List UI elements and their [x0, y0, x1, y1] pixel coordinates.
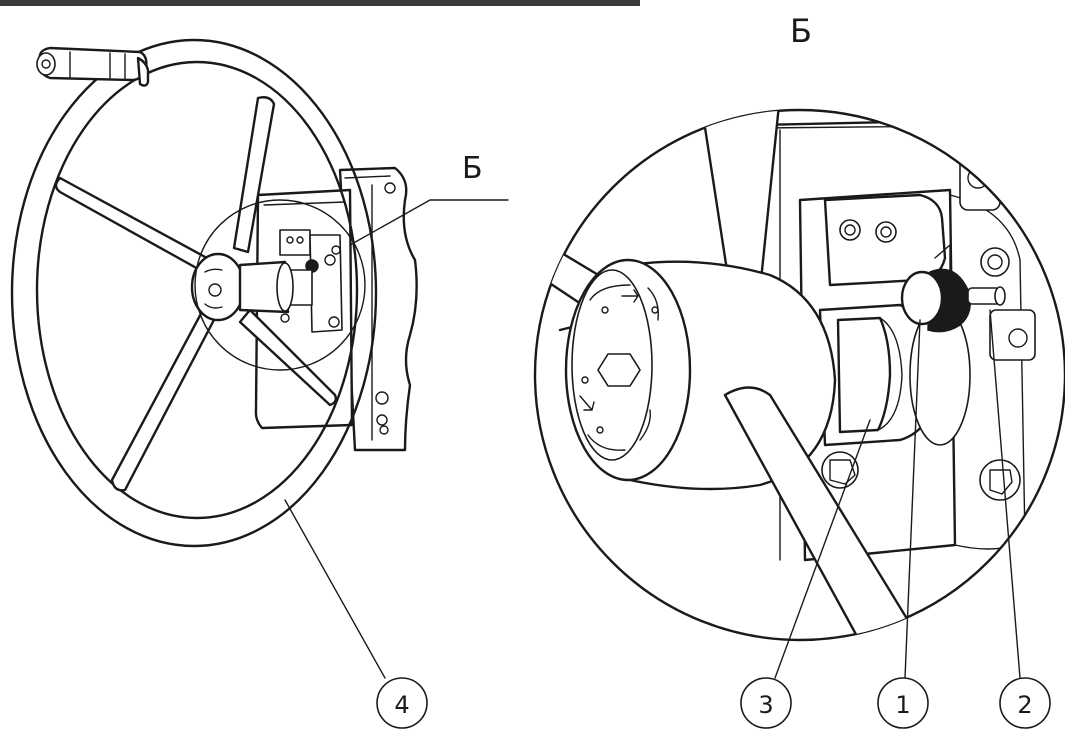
callout-2-label: 2 [1017, 691, 1032, 719]
lock-knob-detail [900, 244, 1006, 333]
handwheel-overview: Б [10, 38, 509, 548]
callout-4-label: 4 [394, 691, 409, 719]
wheel-handle [36, 46, 150, 87]
detail-view [533, 108, 1065, 642]
mechanism-small [279, 229, 343, 333]
leader-lines [284, 309, 1021, 679]
callout-2: 2 [999, 677, 1051, 729]
hub-small [190, 252, 294, 322]
view-marker: Б [349, 151, 509, 246]
callout-3-label: 3 [758, 691, 773, 719]
callout-3: 3 [740, 677, 792, 729]
callout-4: 4 [376, 677, 428, 729]
handwheel-spokes [54, 96, 338, 492]
callout-1: 1 [877, 677, 929, 729]
cropped-top-text [0, 0, 640, 6]
detail-view-title: Б [790, 12, 812, 50]
view-marker-letter: Б [462, 151, 483, 186]
detail-circle-marker [194, 199, 366, 371]
handwheel-rim [10, 38, 378, 548]
callout-1-label: 1 [895, 691, 910, 719]
